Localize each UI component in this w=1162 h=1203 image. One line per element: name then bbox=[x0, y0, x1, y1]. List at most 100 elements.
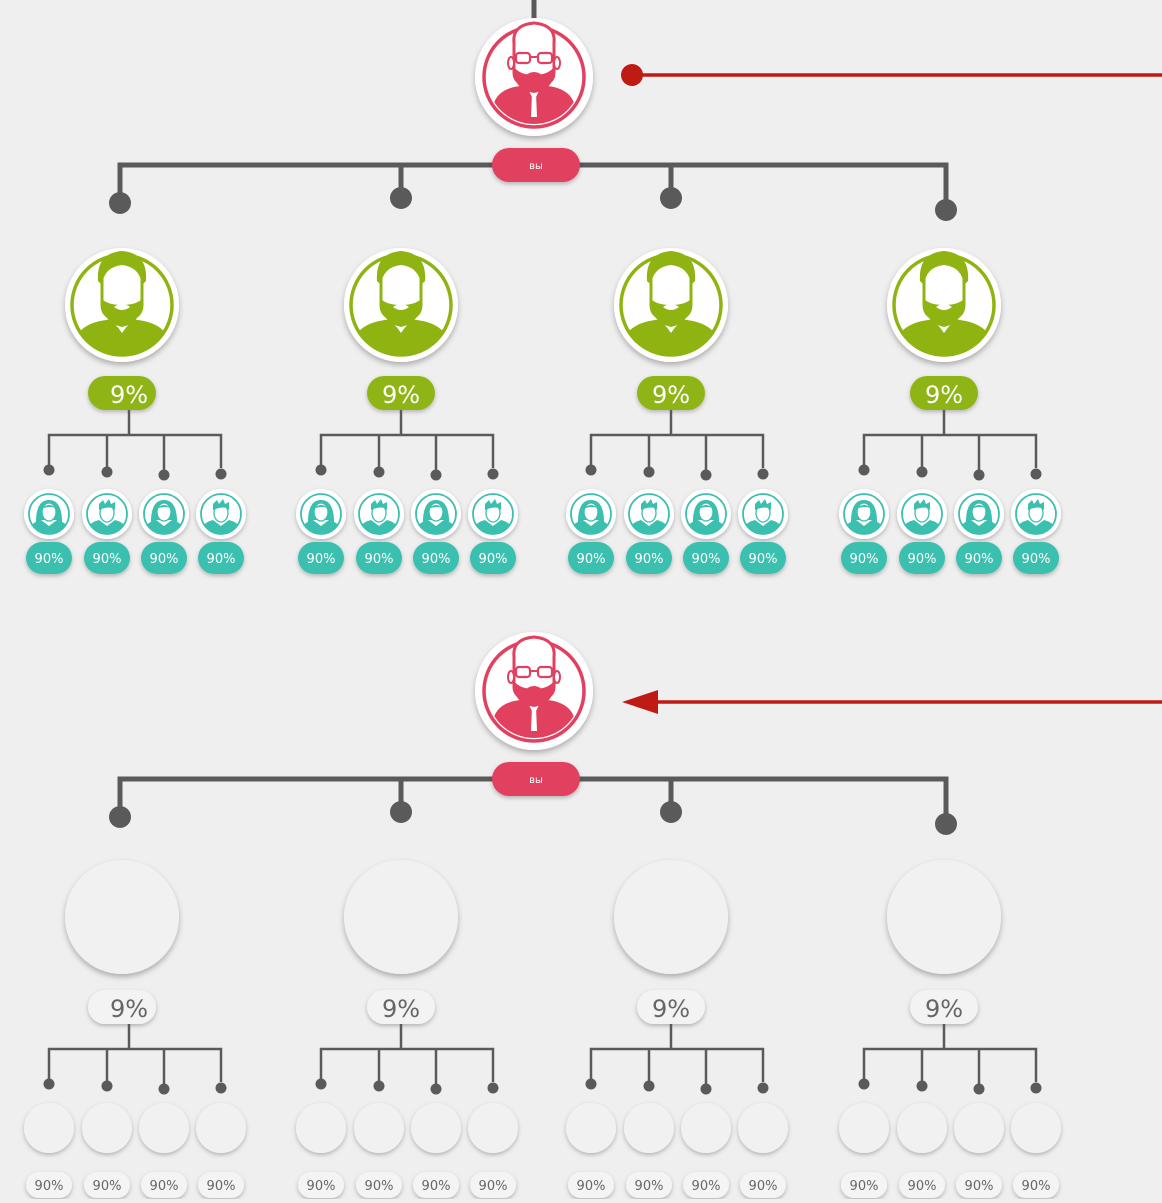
fringe-shape bbox=[856, 505, 872, 509]
sub-node-dot bbox=[643, 466, 655, 478]
pill-bg bbox=[841, 542, 887, 574]
sub-node-dot bbox=[215, 468, 227, 480]
root-avatar bbox=[475, 18, 593, 136]
referral-avatar bbox=[139, 489, 189, 539]
pill-bg bbox=[492, 148, 580, 182]
arrow-head bbox=[622, 690, 658, 714]
partner-node: 9%90%90%90%90% bbox=[839, 860, 1061, 1198]
referral-percent: 90% bbox=[577, 552, 606, 567]
empty-partner-slot bbox=[65, 860, 179, 974]
root-label-pill: вы bbox=[492, 762, 580, 796]
referral-percent: 90% bbox=[307, 552, 336, 567]
partner-avatar bbox=[344, 248, 458, 362]
spiky-hair-shape bbox=[1028, 499, 1044, 510]
referral-avatar bbox=[468, 489, 518, 539]
spiky-hair-shape bbox=[99, 499, 115, 510]
referral-percent-pill: 90% bbox=[198, 542, 244, 574]
pill-bg bbox=[298, 542, 344, 574]
pill-bg bbox=[198, 542, 244, 574]
referral-percent-pill: 90% bbox=[626, 542, 672, 574]
partner-node: 9%90%90%90%90% bbox=[566, 248, 788, 574]
mouth-shape bbox=[114, 304, 130, 310]
referral-percent-pill: 90% bbox=[298, 542, 344, 574]
referral-percent-pill: 90% bbox=[899, 542, 945, 574]
beard-shape bbox=[924, 299, 964, 327]
tie-shape bbox=[531, 707, 537, 731]
partner-node: 9%90%90%90%90% bbox=[839, 248, 1061, 574]
referral-percent-pill: 90% bbox=[413, 1172, 459, 1198]
pill-bg bbox=[492, 762, 580, 796]
sub-node-dot bbox=[430, 469, 442, 481]
referral-percent: 90% bbox=[635, 1179, 664, 1194]
pill-bg bbox=[910, 990, 978, 1024]
sub-node-dot bbox=[487, 468, 499, 480]
root-avatar bbox=[475, 632, 593, 750]
pill-bg bbox=[637, 376, 705, 410]
sub-node-dot bbox=[973, 1083, 985, 1095]
referral-percent: 90% bbox=[207, 552, 236, 567]
referral-percent: 90% bbox=[692, 1179, 721, 1194]
referral-percent: 90% bbox=[365, 552, 394, 567]
ear-left bbox=[507, 670, 515, 684]
pill-bg bbox=[740, 542, 786, 574]
sub-node-dot bbox=[916, 466, 928, 478]
pill-bg bbox=[367, 990, 435, 1024]
pill-bg bbox=[683, 542, 729, 574]
sub-node-dot bbox=[1030, 1082, 1042, 1094]
partner-percent: 9% bbox=[925, 995, 963, 1023]
partner-percent-pill: 9% bbox=[367, 990, 435, 1024]
referral-percent-pill: 90% bbox=[26, 542, 72, 574]
sub-node-dot bbox=[101, 466, 113, 478]
partner-node: 9% 90% 90% 90% 90% bbox=[296, 860, 518, 1198]
partner-percent-pill: 9% bbox=[367, 376, 435, 410]
ear-right bbox=[553, 56, 561, 70]
empty-circle bbox=[411, 1103, 461, 1153]
partner-node: 9% 90% 90% 90% 90% bbox=[24, 248, 246, 574]
pill-bg bbox=[84, 542, 130, 574]
referral-percent: 90% bbox=[150, 552, 179, 567]
empty-circle bbox=[566, 1103, 616, 1153]
referral-avatar bbox=[354, 489, 404, 539]
referral-avatar bbox=[566, 489, 616, 539]
referral-percent: 90% bbox=[422, 1179, 451, 1194]
empty-partner-slot bbox=[614, 860, 728, 974]
branch-node-dot bbox=[109, 192, 131, 214]
empty-referral-slot bbox=[897, 1103, 947, 1153]
empty-referral-slot bbox=[1011, 1103, 1061, 1153]
referral-percent: 90% bbox=[908, 552, 937, 567]
root-label-pill: вы bbox=[492, 148, 580, 182]
partner-percent-pill: 9% bbox=[637, 376, 705, 410]
pill-bg bbox=[470, 1172, 516, 1198]
referral-percent-pill: 90% bbox=[841, 1172, 887, 1198]
partner-avatar bbox=[614, 248, 728, 362]
referral-percent-pill: 90% bbox=[568, 1172, 614, 1198]
partner-percent: 9% bbox=[110, 381, 148, 409]
branch-node-dot bbox=[390, 187, 412, 209]
empty-circle bbox=[897, 1103, 947, 1153]
branch-node-dot bbox=[390, 801, 412, 823]
beard-shape bbox=[651, 299, 691, 327]
referral-avatar bbox=[82, 489, 132, 539]
referral-percent: 90% bbox=[307, 1179, 336, 1194]
empty-circle bbox=[354, 1103, 404, 1153]
spiky-hair-shape bbox=[914, 499, 930, 510]
referral-avatar bbox=[954, 489, 1004, 539]
sub-node-dot bbox=[757, 1082, 769, 1094]
referral-percent-pill: 90% bbox=[84, 542, 130, 574]
referral-percent: 90% bbox=[749, 1179, 778, 1194]
sub-node-dot bbox=[643, 1080, 655, 1092]
sub-node-dot bbox=[585, 464, 597, 476]
sub-node-dot bbox=[43, 1078, 55, 1090]
referral-percent-pill: 90% bbox=[683, 1172, 729, 1198]
referral-percent: 90% bbox=[479, 1179, 508, 1194]
referral-percent-pill: 90% bbox=[568, 542, 614, 574]
referral-percent-pill: 90% bbox=[626, 1172, 672, 1198]
pill-bg bbox=[956, 542, 1002, 574]
referral-percent: 90% bbox=[635, 552, 664, 567]
referral-percent-pill: 90% bbox=[356, 1172, 402, 1198]
sub-node-dot bbox=[585, 1078, 597, 1090]
pill-bg bbox=[198, 1172, 244, 1198]
fringe-shape bbox=[583, 505, 599, 509]
sub-node-dot bbox=[430, 1083, 442, 1095]
